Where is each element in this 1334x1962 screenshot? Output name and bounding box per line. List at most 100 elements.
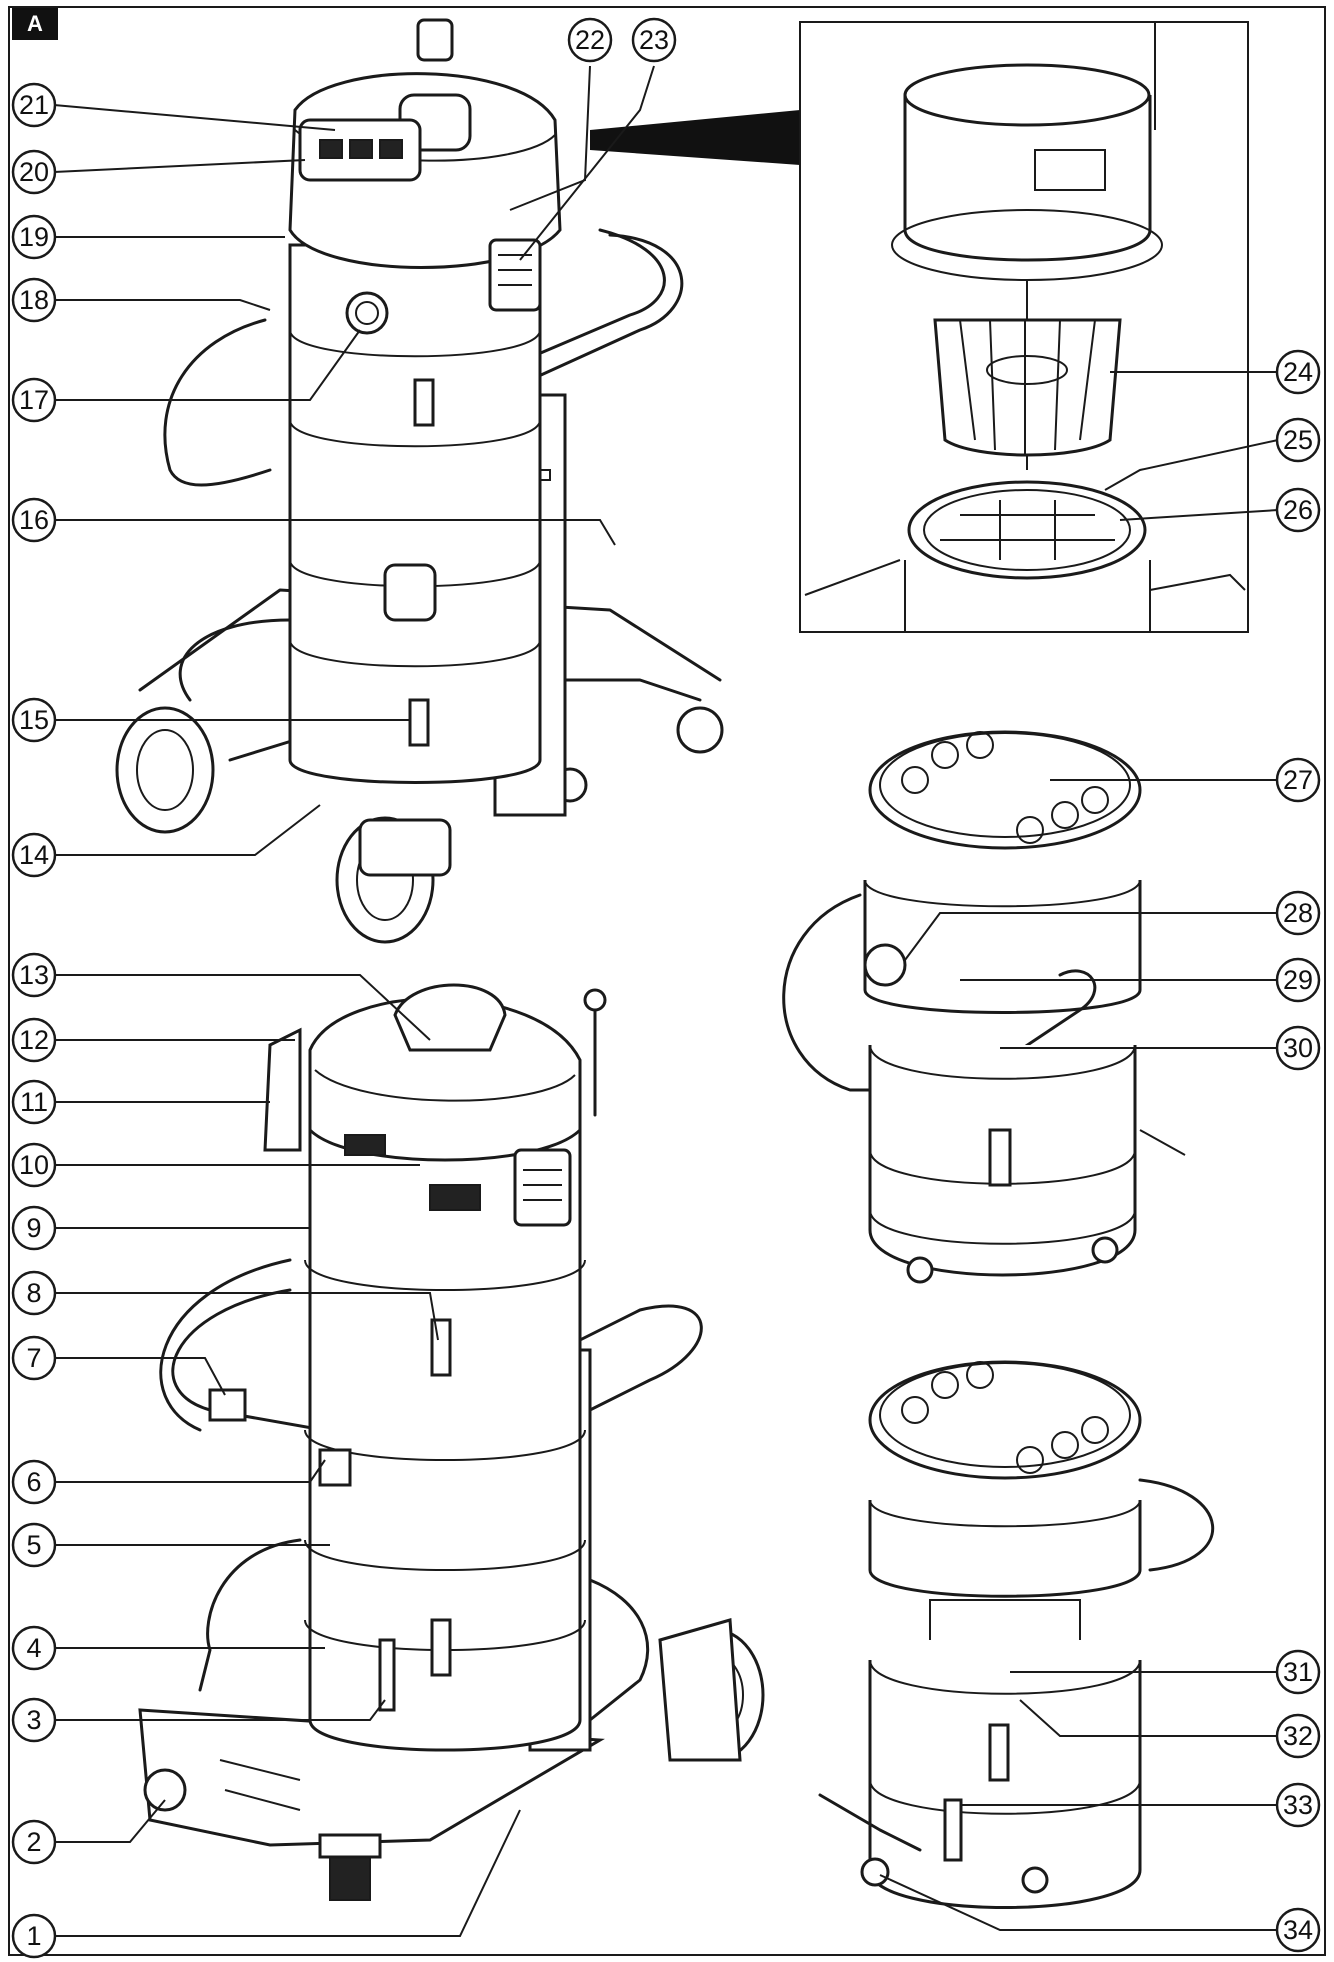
callout-circle (1275, 417, 1321, 463)
callout-number: 5 (26, 1530, 41, 1560)
callout-30: 30 (1275, 1025, 1321, 1071)
figure-frame (8, 6, 1326, 1956)
callout-number: 26 (1283, 495, 1313, 525)
callout-29: 29 (1275, 957, 1321, 1003)
callout-2: 2 (11, 1819, 57, 1865)
callout-6: 6 (11, 1459, 57, 1505)
callout-23: 23 (631, 17, 677, 63)
callout-number: 4 (26, 1633, 41, 1663)
callout-circle (11, 1625, 57, 1671)
callout-number: 8 (26, 1278, 41, 1308)
callout-12: 12 (11, 1017, 57, 1063)
callout-number: 21 (19, 90, 49, 120)
callout-number: 34 (1283, 1915, 1313, 1945)
callout-circle (11, 1459, 57, 1505)
callout-circle (567, 17, 613, 63)
callout-circle (1275, 1649, 1321, 1695)
callout-21: 21 (11, 82, 57, 128)
filter-detail-inset (799, 21, 1249, 633)
callout-circle (11, 1522, 57, 1568)
callout-number: 16 (19, 505, 49, 535)
callout-number: 6 (26, 1467, 41, 1497)
callout-circle (11, 149, 57, 195)
callout-32: 32 (1275, 1713, 1321, 1759)
callout-number: 23 (639, 25, 669, 55)
callout-number: 17 (19, 385, 49, 415)
callout-31: 31 (1275, 1649, 1321, 1695)
callout-circle (11, 497, 57, 543)
callout-34: 34 (1275, 1907, 1321, 1953)
figure-tag: A (12, 8, 58, 40)
callout-circle (1275, 487, 1321, 533)
callout-circle (11, 1017, 57, 1063)
callout-number: 22 (575, 25, 605, 55)
callout-number: 20 (19, 157, 49, 187)
callout-14: 14 (11, 832, 57, 878)
container-assembly-middle (782, 730, 1186, 1284)
callout-number: 33 (1283, 1790, 1313, 1820)
callout-circle (631, 17, 677, 63)
callout-circle (11, 1913, 57, 1959)
callout-circle (1275, 890, 1321, 936)
callout-circle (11, 214, 57, 260)
callout-number: 3 (26, 1705, 41, 1735)
callout-circle (11, 82, 57, 128)
callout-number: 12 (19, 1025, 49, 1055)
callout-circle (11, 1079, 57, 1125)
callout-33: 33 (1275, 1782, 1321, 1828)
callout-13: 13 (11, 952, 57, 998)
callout-circle (1275, 757, 1321, 803)
callout-5: 5 (11, 1522, 57, 1568)
callout-28: 28 (1275, 890, 1321, 936)
callout-number: 7 (26, 1343, 41, 1373)
callout-number: 2 (26, 1827, 41, 1857)
callout-circle (11, 952, 57, 998)
machine-front-view (138, 983, 765, 1901)
callout-number: 19 (19, 222, 49, 252)
callout-9: 9 (11, 1205, 57, 1251)
callout-number: 1 (26, 1921, 41, 1951)
container-assembly-lower (818, 1360, 1214, 1909)
callout-3: 3 (11, 1697, 57, 1743)
callout-number: 29 (1283, 965, 1313, 995)
callout-15: 15 (11, 697, 57, 743)
callout-10: 10 (11, 1142, 57, 1188)
callout-7: 7 (11, 1335, 57, 1381)
callout-4: 4 (11, 1625, 57, 1671)
callout-circle (11, 1270, 57, 1316)
callout-11: 11 (11, 1079, 57, 1125)
callout-26: 26 (1275, 487, 1321, 533)
leader-lines (53, 65, 1279, 1937)
callout-number: 31 (1283, 1657, 1313, 1687)
callout-circle (1275, 349, 1321, 395)
callout-circle (1275, 957, 1321, 1003)
callout-circle (11, 697, 57, 743)
callout-number: 15 (19, 705, 49, 735)
callout-25: 25 (1275, 417, 1321, 463)
callout-circle (11, 1697, 57, 1743)
callout-20: 20 (11, 149, 57, 195)
callout-19: 19 (11, 214, 57, 260)
callout-17: 17 (11, 377, 57, 423)
callout-number: 10 (19, 1150, 49, 1180)
callout-24: 24 (1275, 349, 1321, 395)
callout-circle (11, 1205, 57, 1251)
callout-circle (11, 1335, 57, 1381)
callout-circle (11, 832, 57, 878)
callout-8: 8 (11, 1270, 57, 1316)
callout-circle (1275, 1713, 1321, 1759)
callout-18: 18 (11, 277, 57, 323)
callout-number: 9 (26, 1213, 41, 1243)
callout-circle (11, 1819, 57, 1865)
callout-circle (1275, 1907, 1321, 1953)
callout-number: 30 (1283, 1033, 1313, 1063)
callout-number: 32 (1283, 1721, 1313, 1751)
callout-number: 28 (1283, 898, 1313, 928)
callout-number: 18 (19, 285, 49, 315)
callout-16: 16 (11, 497, 57, 543)
callout-27: 27 (1275, 757, 1321, 803)
callout-circle (11, 1142, 57, 1188)
callout-number: 27 (1283, 765, 1313, 795)
